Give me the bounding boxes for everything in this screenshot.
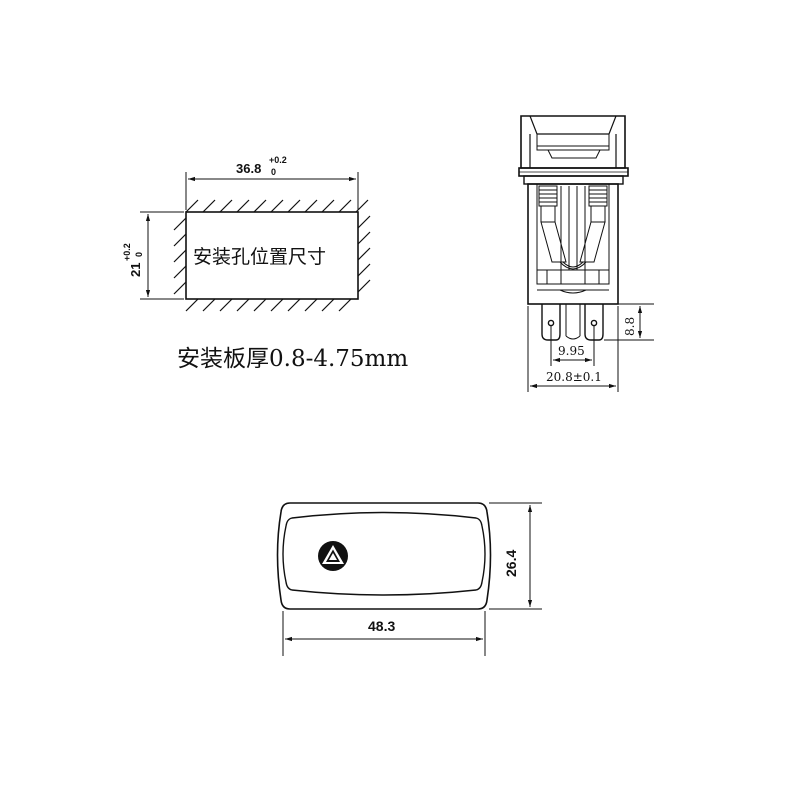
front-view-diagram: 26.4 48.3	[276, 502, 542, 656]
front-width-value: 48.3	[368, 618, 395, 634]
rocker-outline	[276, 502, 492, 610]
panel-thickness-note: 安装板厚0.8-4.75mm	[177, 346, 408, 372]
terminals	[541, 304, 604, 341]
hatch-bottom	[185, 298, 352, 312]
terminal-pitch-value: 9.95	[558, 344, 585, 358]
side-view-diagram: 8.8 9.95 20.8±0.1	[518, 115, 654, 392]
hatch-right	[357, 215, 371, 293]
cutout-height-tol-lower: 0	[134, 252, 144, 257]
hatch-top	[185, 199, 369, 213]
switch-housing	[527, 183, 619, 305]
body-width-value: 20.8±0.1	[546, 370, 602, 384]
hatch-left	[173, 217, 187, 295]
rocker-face	[282, 511, 486, 596]
cutout-diagram: 36.8 +0.2 0 21 +0.2 0 安装孔位置尺寸	[122, 155, 371, 312]
cutout-width-value: 36.8	[236, 161, 261, 176]
cutout-height-value: 21	[128, 263, 143, 277]
cutout-width-tol-upper: +0.2	[269, 155, 287, 165]
front-height-value: 26.4	[503, 550, 519, 577]
cutout-height-tol-upper: +0.2	[122, 243, 132, 261]
terminal-height-value: 8.8	[623, 317, 637, 336]
cutout-rect	[185, 211, 359, 300]
hazard-triangle-icon	[318, 541, 348, 571]
cutout-width-tol-lower: 0	[271, 167, 276, 177]
cutout-label: 安装孔位置尺寸	[193, 246, 326, 268]
